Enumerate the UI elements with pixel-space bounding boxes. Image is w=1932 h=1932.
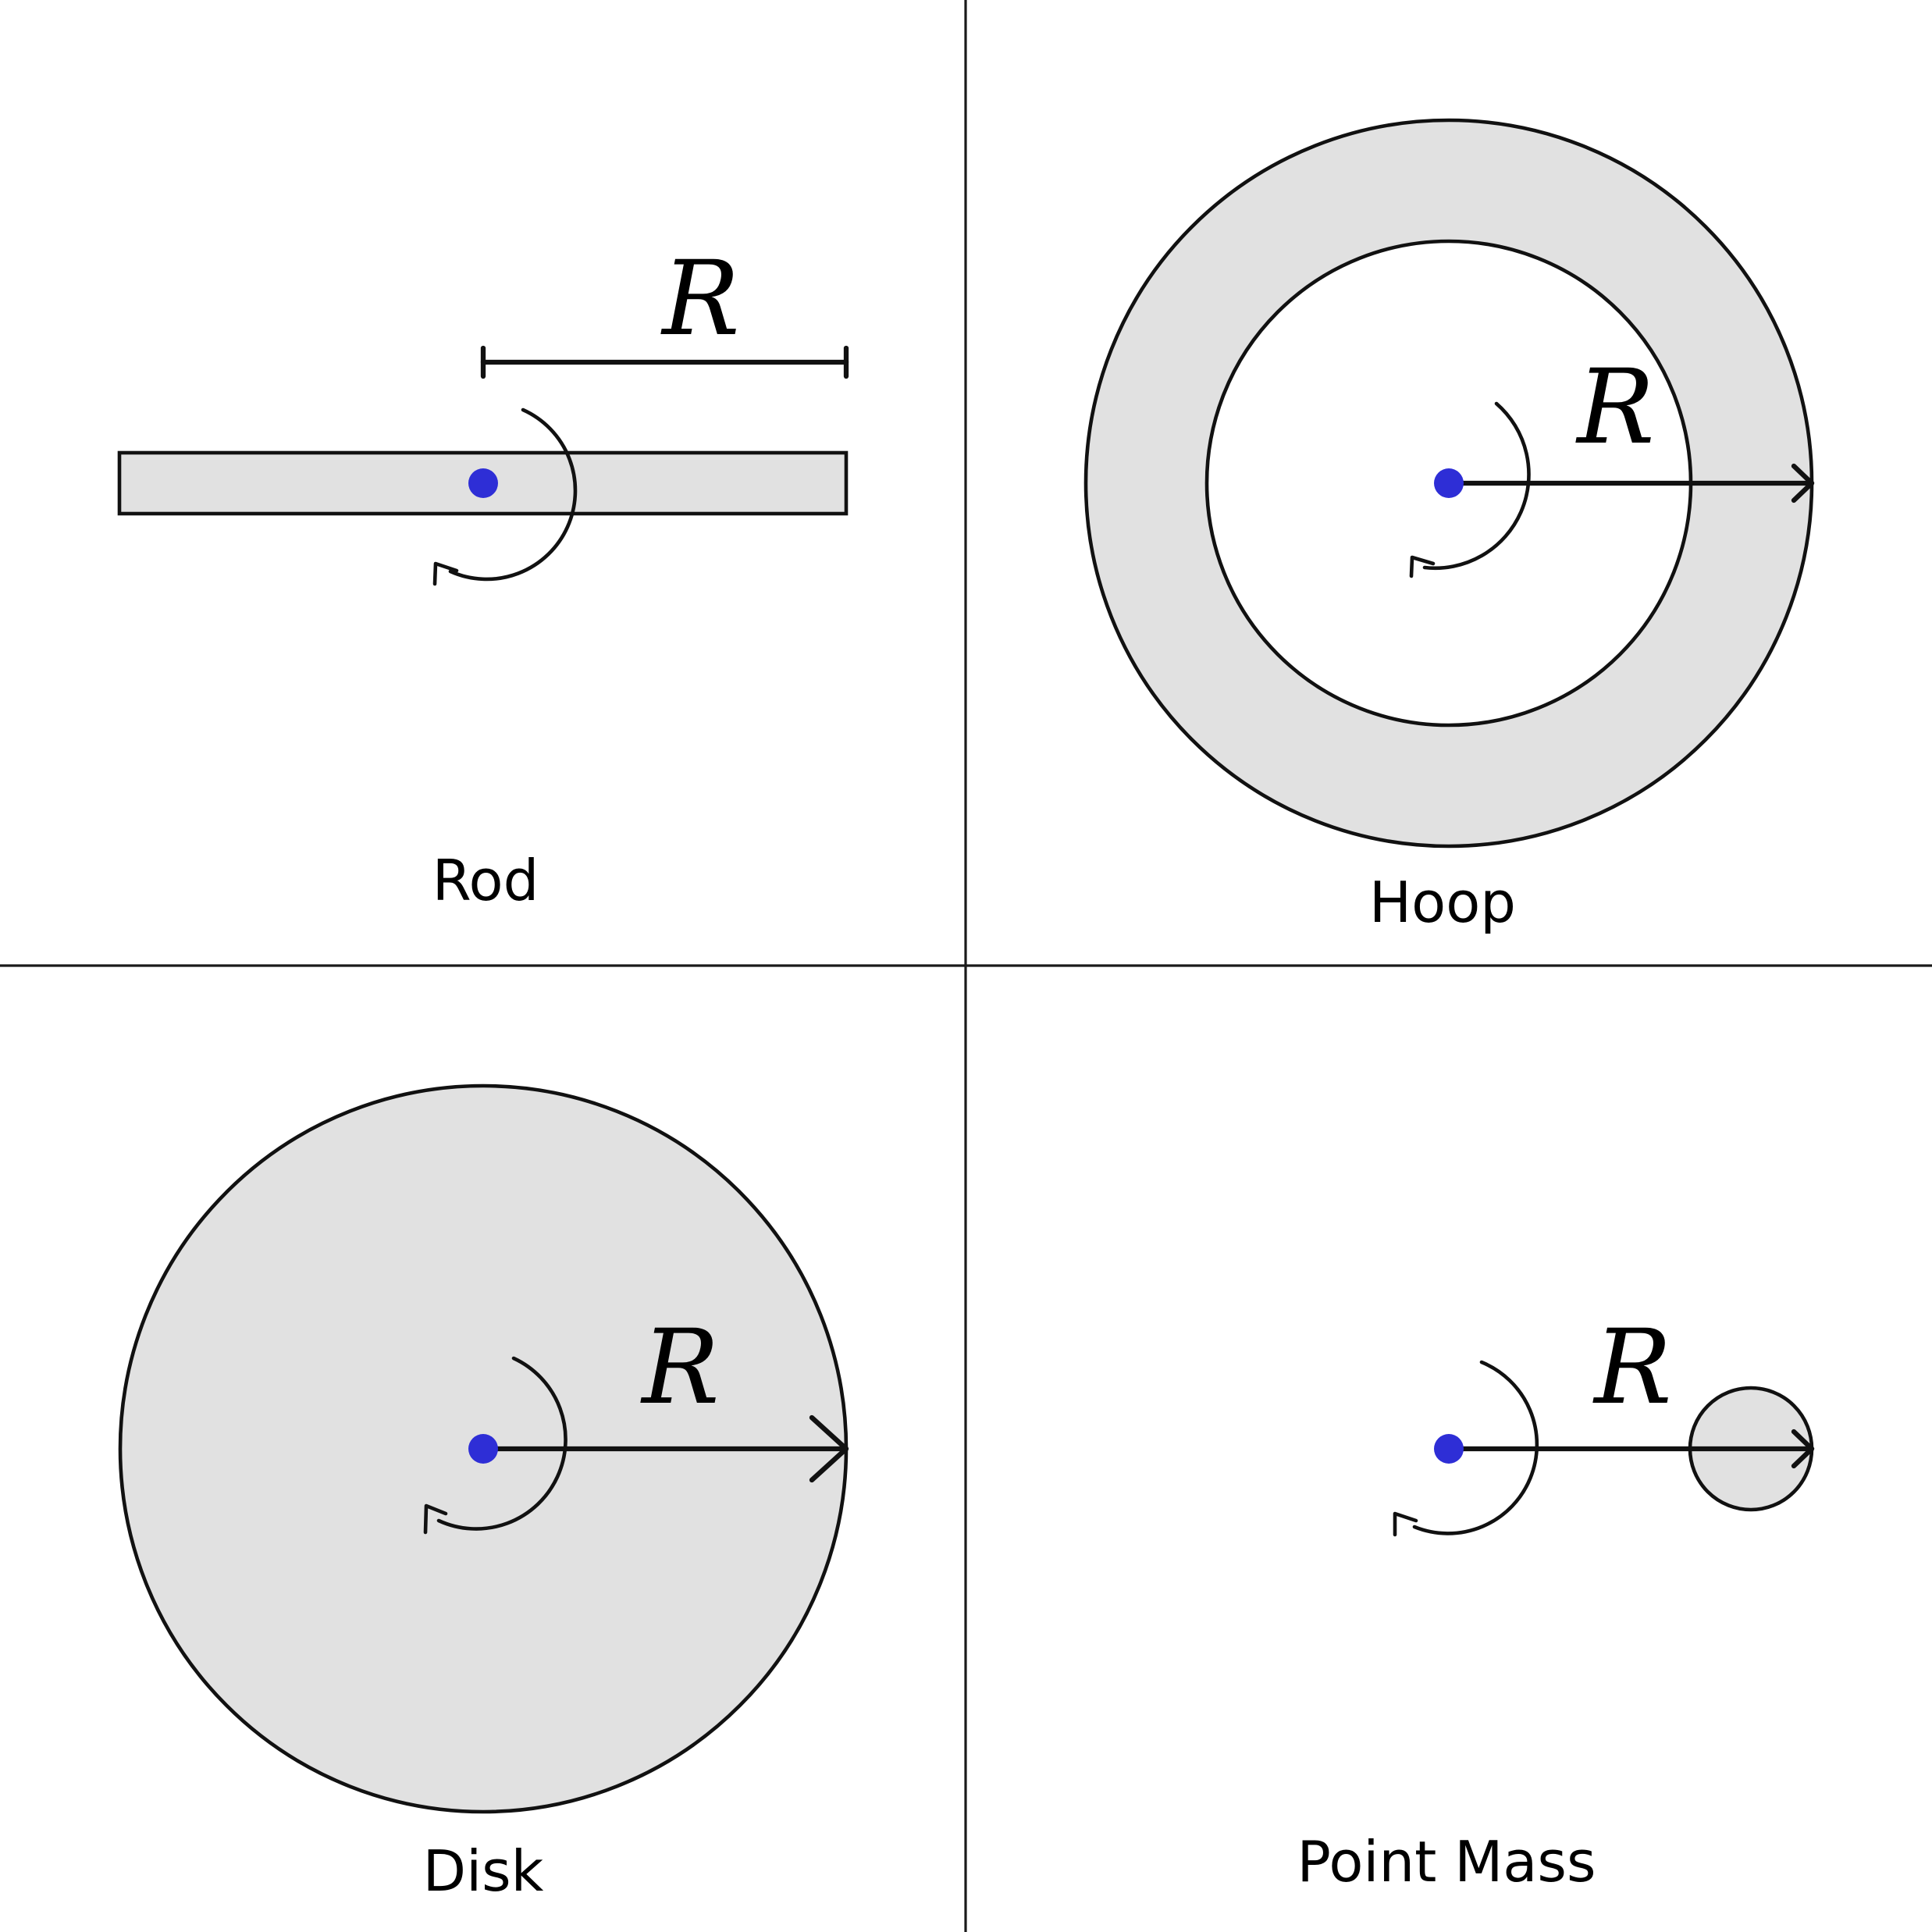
pivot-dot-icon	[1434, 1434, 1464, 1464]
radius-symbol: R	[640, 1308, 719, 1428]
rotation-arrow-icon	[1393, 1360, 1539, 1537]
rotation-arrow-icon	[432, 407, 578, 586]
radius-dimension-icon	[480, 345, 849, 379]
panel-label-disk: Disk	[423, 1838, 544, 1904]
pivot-dot-icon	[468, 468, 498, 498]
panel-label-rod: Rod	[432, 848, 539, 913]
rotation-arrow-icon	[1409, 401, 1531, 578]
panel-point-mass: R Point Mass	[1297, 1308, 1815, 1895]
radius-symbol: R	[1592, 1308, 1671, 1428]
panel-disk: R Disk	[118, 1083, 849, 1904]
radius-arrow-icon	[1446, 1429, 1815, 1469]
radius-arrow-icon	[480, 1414, 849, 1483]
pivot-dot-icon	[1434, 468, 1464, 498]
radius-symbol: R	[1575, 347, 1654, 468]
radius-arrow-icon	[1446, 463, 1815, 503]
panel-hoop: R Hoop	[1083, 118, 1815, 935]
panel-rod: R Rod	[117, 239, 849, 913]
rotation-arrow-icon	[423, 1356, 568, 1535]
pivot-dot-icon	[468, 1434, 498, 1464]
panel-label-hoop: Hoop	[1369, 870, 1516, 935]
panel-label-point-mass: Point Mass	[1297, 1829, 1596, 1895]
radius-symbol: R	[660, 239, 739, 359]
